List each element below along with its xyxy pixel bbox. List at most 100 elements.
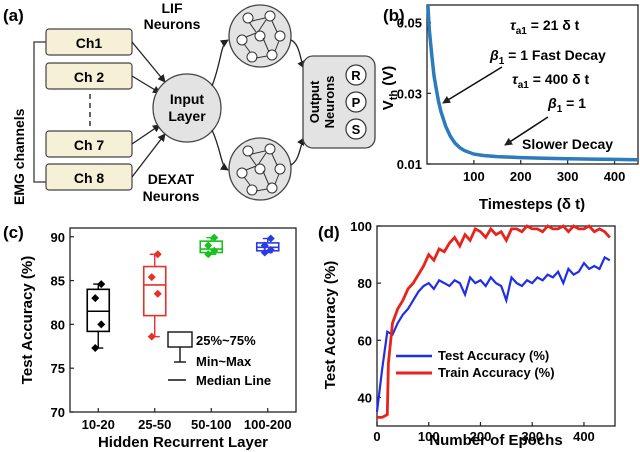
output-label-r: R [351,68,361,83]
legend-median-label: Median Line [196,373,271,388]
plot-b-ytick-label-2: 0.05 [397,16,422,31]
box-point-3-1 [266,245,275,254]
box-point-1-2 [147,273,156,282]
plot-d-xlabel: Number of Epochs [429,432,562,449]
arrow-dexat-output [290,137,305,166]
input-layer-label-2: Layer [168,108,206,124]
arrow-input-lif [211,39,229,87]
plot-c-legend: 25%~75% Min~Max Median Line [167,331,271,388]
plot-c-xtick-label-2: 50-100 [191,417,231,432]
annotation-beta-fast: β1 = 1 Fast Decay [489,47,606,67]
dexat-reservoir [228,137,292,201]
plot-b-ylabel-sub: th [388,90,400,101]
box-point-1-0 [147,332,156,341]
plot-d-ytick-label-40: 40 [358,390,372,405]
plot-c-ytick-label-85: 85 [51,274,65,289]
plot-c-ytick-label-90: 90 [51,230,65,245]
channel-bracket [33,41,46,183]
plot-d-train-line [377,224,611,419]
plot-b-ylabel: Vth (V) [380,66,400,111]
box-point-3-0 [260,248,269,257]
panel-label-d: (d) [318,223,340,242]
panel-b: (b) 100 200 300 400 0.01 0.03 0.05 Timesteps (… [380,4,639,213]
plot-d-ytick-label-60: 60 [358,333,372,348]
box-point-2-2 [204,241,213,250]
plot-c-xlabel: Hidden Recurrent Layer [98,434,268,451]
plot-c-ylabel: Test Accuracy (%) [19,256,36,384]
box-point-2-3 [210,233,219,242]
box-iqr-0 [86,288,111,333]
emg-channels-label: EMG channels [11,108,27,205]
plot-d-ylabel: Test Accuracy (%) [322,261,339,389]
arrow-fast-decay [442,66,503,104]
box-point-0-0 [91,344,100,353]
annotation-slower-decay: Slower Decay [522,136,613,152]
dexat-label-2: Neurons [143,188,200,204]
arrow-ch7-input [131,124,161,145]
annotation-tau-fast: τa1 = 21 δ t [510,17,580,37]
channel-label-1: Ch1 [76,35,103,51]
annotation-beta-slow: β1 = 1 [547,95,586,115]
plot-d-xtick-label-200: 200 [470,429,492,444]
channel-label-8: Ch 8 [74,170,105,186]
plot-d-legend: Test Accuracy (%) Train Accuracy (%) [396,348,555,380]
box-point-3-2 [260,241,269,250]
box-iqr-2 [199,240,224,254]
arrow-input-dexat [211,129,229,171]
plot-b-ytick-label-0: 0.01 [397,157,422,172]
output-node-s [345,118,367,140]
box-point-0-1 [97,320,106,329]
plot-b-xtick-label-400: 400 [604,169,626,184]
plot-d-xtick-label-300: 300 [521,429,543,444]
output-node-r [345,64,367,86]
plot-d-ticks: 0 100 200 300 400 40 60 80 100 [350,219,595,444]
plot-b-xtick-label-100: 100 [463,169,485,184]
plot-b-xtick-label-200: 200 [510,169,532,184]
plot-c-ytick-label-75: 75 [51,361,65,376]
box-point-3-3 [266,234,275,243]
plot-c-xtick-label-1: 25-50 [138,417,171,432]
box-iqr-1 [142,265,167,317]
plot-d-ytick-label-80: 80 [358,276,372,291]
plot-c-xtick-label-0: 10-20 [82,417,115,432]
output-label-s: S [352,122,361,137]
output-label-p: P [352,95,361,110]
plot-b-xlabel: Timesteps (δ t) [479,196,585,213]
panel-label-b: (b) [383,6,405,25]
output-neurons-label-2: Neurons [322,76,337,129]
plot-b-frame [426,4,639,165]
arrow-slow-decay [504,116,549,146]
plot-b-xtick-label-300: 300 [557,169,579,184]
plot-d-xtick-label-100: 100 [418,429,440,444]
lif-label-1: LIF [162,0,183,16]
legend-test-label: Test Accuracy (%) [438,348,549,363]
lif-reservoir [228,4,292,68]
panel-label-c: (c) [3,223,24,242]
plot-d-xtick-label-0: 0 [373,429,380,444]
box-point-0-2 [91,294,100,303]
plot-b-ylabel-unit: (V) [380,66,397,90]
arrow-lif-output [290,39,305,69]
plot-b-ytick-label-1: 0.03 [397,86,422,101]
lif-label-2: Neurons [144,16,201,32]
dexat-label-1: DEXAT [148,171,195,187]
channel-label-7: Ch 7 [74,137,105,153]
box-point-2-0 [204,250,213,259]
plot-b-curve [426,4,639,162]
channel-label-2: Ch 2 [74,69,105,85]
plot-d-xtick-label-400: 400 [573,429,595,444]
box-point-2-1 [210,246,219,255]
plot-d-ytick-label-100: 100 [350,219,372,234]
arrow-ch2-input [131,75,161,94]
plot-c-boxes [86,233,280,353]
panel-a: (a) EMG channels Ch1 Ch 2 Ch 7 Ch 8 Inpu… [3,0,376,205]
plot-b-ylabel-main: V [380,100,397,110]
legend-iqr-label: 25%~75% [196,333,256,348]
input-layer-node [152,73,222,143]
output-neurons-label-1: Output [307,80,322,123]
legend-minmax-label: Min~Max [196,354,252,369]
panel-d: (d) 0 100 200 300 400 40 60 80 100 Number of Epo… [318,219,616,449]
